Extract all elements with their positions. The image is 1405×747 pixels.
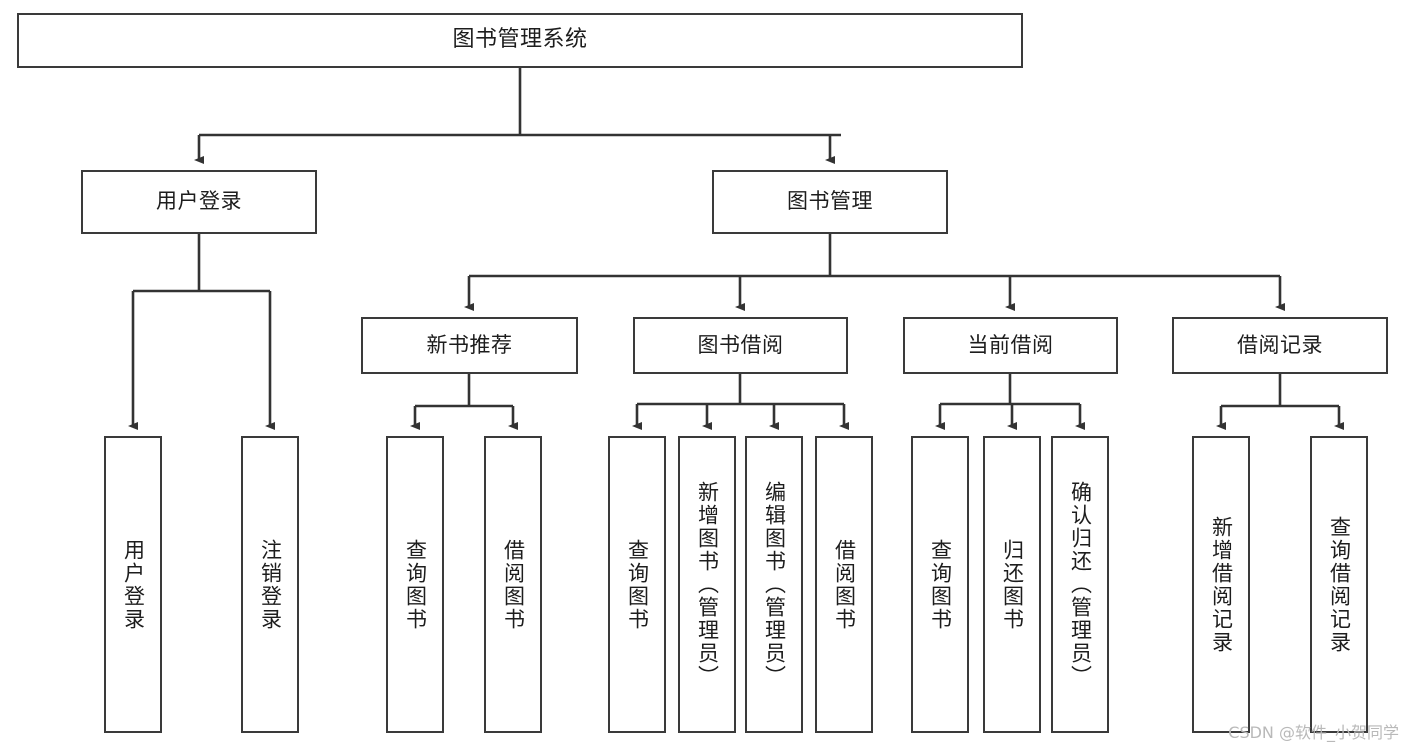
- node-current-borrow[interactable]: 当前借阅: [903, 317, 1118, 374]
- leaf-confirm-return-label: 确认归还（管理员）: [1068, 481, 1093, 688]
- leaf-user-login[interactable]: 用户登录: [104, 436, 162, 733]
- leaf-query-borrow-record[interactable]: 查询借阅记录: [1310, 436, 1368, 733]
- leaf-confirm-return[interactable]: 确认归还（管理员）: [1051, 436, 1109, 733]
- leaf-borrow-book[interactable]: 借阅图书: [815, 436, 873, 733]
- leaf-query-book-borrow[interactable]: 查询图书: [608, 436, 666, 733]
- leaf-query-book-current[interactable]: 查询图书: [911, 436, 969, 733]
- node-user-login-label: 用户登录: [156, 189, 242, 214]
- leaf-borrow-book-rec[interactable]: 借阅图书: [484, 436, 542, 733]
- leaf-add-book[interactable]: 新增图书（管理员）: [678, 436, 736, 733]
- node-book-borrow[interactable]: 图书借阅: [633, 317, 848, 374]
- leaf-borrow-book-rec-label: 借阅图书: [501, 538, 526, 631]
- node-new-book-rec-label: 新书推荐: [426, 332, 513, 357]
- node-borrow-record[interactable]: 借阅记录: [1172, 317, 1388, 374]
- node-borrow-record-label: 借阅记录: [1237, 332, 1323, 357]
- node-book-manage-label: 图书管理: [787, 189, 873, 214]
- node-root[interactable]: 图书管理系统: [17, 13, 1023, 68]
- node-user-login[interactable]: 用户登录: [81, 170, 317, 234]
- leaf-return-book[interactable]: 归还图书: [983, 436, 1041, 733]
- leaf-query-book-rec[interactable]: 查询图书: [386, 436, 444, 733]
- leaf-query-book-borrow-label: 查询图书: [625, 538, 650, 631]
- leaf-edit-book[interactable]: 编辑图书（管理员）: [745, 436, 803, 733]
- node-new-book-rec[interactable]: 新书推荐: [361, 317, 578, 374]
- leaf-query-book-rec-label: 查询图书: [403, 538, 428, 631]
- leaf-logout[interactable]: 注销登录: [241, 436, 299, 733]
- node-book-manage[interactable]: 图书管理: [712, 170, 948, 234]
- leaf-add-book-label: 新增图书（管理员）: [695, 481, 720, 688]
- node-root-label: 图书管理系统: [452, 27, 588, 53]
- leaf-add-borrow-record-label: 新增借阅记录: [1209, 515, 1234, 654]
- leaf-edit-book-label: 编辑图书（管理员）: [762, 481, 787, 688]
- node-current-borrow-label: 当前借阅: [967, 332, 1054, 357]
- node-book-borrow-label: 图书借阅: [697, 332, 784, 357]
- leaf-add-borrow-record[interactable]: 新增借阅记录: [1192, 436, 1250, 733]
- leaf-query-borrow-record-label: 查询借阅记录: [1327, 515, 1352, 654]
- leaf-borrow-book-label: 借阅图书: [832, 538, 857, 631]
- leaf-logout-label: 注销登录: [258, 538, 283, 631]
- leaf-return-book-label: 归还图书: [1000, 538, 1025, 631]
- watermark: CSDN @软件_小贺同学: [1228, 723, 1399, 742]
- leaf-query-book-current-label: 查询图书: [928, 538, 953, 631]
- leaf-user-login-label: 用户登录: [121, 538, 146, 631]
